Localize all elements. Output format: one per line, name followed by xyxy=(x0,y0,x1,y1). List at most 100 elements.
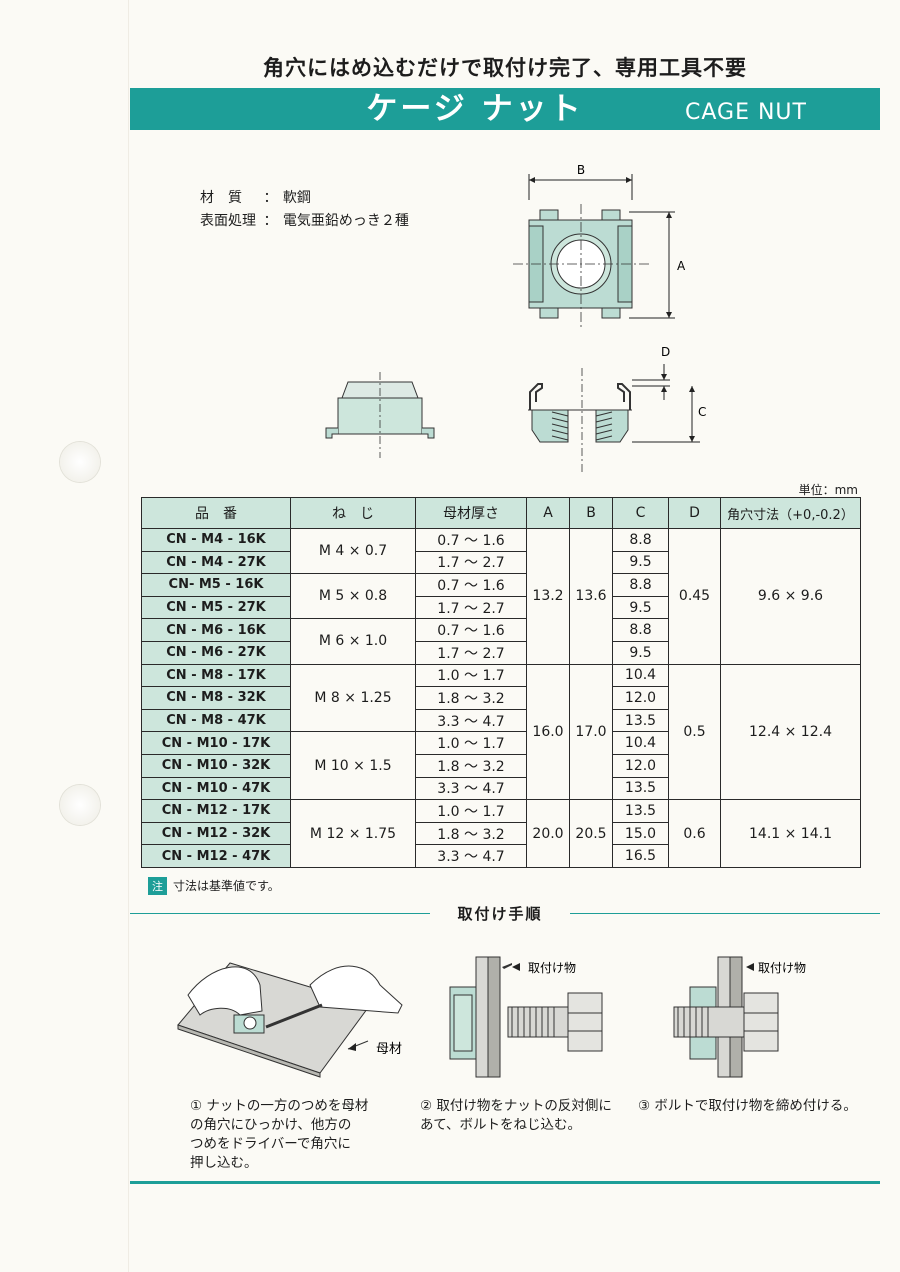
label-base: 母材 xyxy=(376,1042,402,1057)
dim-a-label: A xyxy=(677,259,686,273)
dim-c-label: C xyxy=(698,405,706,419)
table-row: CN - M12 - 32K 1.8 〜 3.2 15.0 xyxy=(141,821,861,846)
punch-hole-bottom xyxy=(60,785,100,825)
b-cell: 13.6 xyxy=(569,528,613,665)
c-cell: 13.5 xyxy=(612,708,669,733)
step3-illustration: 取付け物 xyxy=(673,956,806,1078)
step-2-text: ② 取付け物をナットの反対側に あて、ボルトをねじ込む。 xyxy=(420,1098,612,1133)
title-banner: ケージ ナット CAGE NUT xyxy=(130,88,880,130)
part-number-cell: CN - M10 - 47K xyxy=(141,776,291,801)
thickness-cell: 1.8 〜 3.2 xyxy=(415,753,527,778)
table-row: CN - M8 - 47K 3.3 〜 4.7 13.5 xyxy=(141,708,861,733)
thickness-cell: 1.7 〜 2.7 xyxy=(415,640,527,665)
col-header-d: D xyxy=(668,497,721,529)
section-view-drawing: D C xyxy=(528,345,706,475)
c-cell: 15.0 xyxy=(612,821,669,846)
thickness-cell: 1.8 〜 3.2 xyxy=(415,821,527,846)
part-number-cell: CN - M8 - 32K xyxy=(141,686,291,710)
col-header-part-no: 品 番 xyxy=(141,497,291,529)
part-number-cell: CN - M12 - 47K xyxy=(141,844,291,868)
thickness-cell: 1.8 〜 3.2 xyxy=(415,686,527,710)
table-row: CN - M4 - 16K M 4 × 0.7 0.7 〜 1.6 13.2 1… xyxy=(141,527,861,665)
part-number-cell: CN - M12 - 17K xyxy=(141,799,291,823)
spec-separator: ： xyxy=(263,213,278,229)
dim-d-label: D xyxy=(661,345,670,359)
table-row: CN - M5 - 27K 1.7 〜 2.7 9.5 xyxy=(141,595,861,620)
thread-cell: M 4 × 0.7 xyxy=(290,527,416,575)
label-fixture-2: 取付け物 xyxy=(758,961,806,975)
c-cell: 13.5 xyxy=(612,776,669,801)
punch-hole-top xyxy=(60,442,100,482)
table-row: CN - M4 - 27K 1.7 〜 2.7 9.5 xyxy=(141,550,861,575)
c-cell: 13.5 xyxy=(612,799,669,823)
thickness-cell: 1.0 〜 1.7 xyxy=(415,731,527,755)
col-header-a: A xyxy=(526,497,570,529)
d-cell: 0.45 xyxy=(668,528,721,665)
c-cell: 10.4 xyxy=(612,663,669,688)
title-en: CAGE NUT xyxy=(685,100,807,125)
section-rule-right xyxy=(570,913,880,914)
a-cell: 13.2 xyxy=(526,528,570,665)
c-cell: 8.8 xyxy=(612,528,669,552)
thickness-cell: 0.7 〜 1.6 xyxy=(415,528,527,552)
spec-finish: 表面処理 ： 電気亜鉛めっき２種 xyxy=(200,210,409,230)
col-header-thread: ね じ xyxy=(290,497,416,529)
c-cell: 12.0 xyxy=(612,753,669,778)
col-header-b: B xyxy=(569,497,613,529)
table-row: CN - M10 - 32K 1.8 〜 3.2 12.0 xyxy=(141,753,861,778)
c-cell: 10.4 xyxy=(612,731,669,755)
spec-table: 品 番 ね じ 母材厚さ A B C D 角穴寸法（+0,-0.2） CN - … xyxy=(141,497,861,868)
dim-b-label: B xyxy=(577,163,585,177)
c-cell: 9.5 xyxy=(612,595,669,620)
spec-material: 材 質 ： 軟鋼 xyxy=(200,187,311,207)
table-row: CN- M5 - 16K M 5 × 0.8 0.7 〜 1.6 8.8 xyxy=(141,573,861,620)
step1-illustration: 母材 xyxy=(177,962,403,1078)
c-cell: 8.8 xyxy=(612,573,669,597)
c-cell: 8.8 xyxy=(612,618,669,642)
thickness-cell: 1.7 〜 2.7 xyxy=(415,595,527,620)
table-row: CN - M12 - 17K M 12 × 1.75 1.0 〜 1.7 20.… xyxy=(141,799,861,868)
thickness-cell: 1.0 〜 1.7 xyxy=(415,663,527,688)
thickness-cell: 1.0 〜 1.7 xyxy=(415,799,527,823)
title-jp: ケージ ナット xyxy=(366,91,584,127)
hole-size-cell: 14.1 × 14.1 xyxy=(720,799,861,868)
a-cell: 16.0 xyxy=(526,663,570,801)
table-row: CN - M12 - 47K 3.3 〜 4.7 16.5 xyxy=(141,844,861,868)
part-number-cell: CN - M5 - 27K xyxy=(141,595,291,620)
section-rule-left xyxy=(130,913,430,914)
spec-separator: ： xyxy=(263,190,278,206)
col-header-hole-size: 角穴寸法（+0,-0.2） xyxy=(720,497,861,529)
part-number-cell: CN - M8 - 47K xyxy=(141,708,291,733)
side-view-drawing xyxy=(325,372,435,458)
c-cell: 9.5 xyxy=(612,640,669,665)
step2-illustration: 取付け物 xyxy=(449,956,603,1078)
thread-cell: M 10 × 1.5 xyxy=(290,731,416,801)
part-number-cell: CN - M10 - 32K xyxy=(141,753,291,778)
hole-size-cell: 12.4 × 12.4 xyxy=(720,663,861,801)
spec-finish-label: 表面処理 xyxy=(200,213,256,229)
part-number-cell: CN - M6 - 16K xyxy=(141,618,291,642)
d-cell: 0.5 xyxy=(668,663,721,801)
table-row: CN - M6 - 27K 1.7 〜 2.7 9.5 xyxy=(141,640,861,665)
thread-cell: M 6 × 1.0 xyxy=(290,618,416,665)
col-header-c: C xyxy=(612,497,669,529)
part-number-cell: CN - M4 - 27K xyxy=(141,550,291,575)
col-header-thickness: 母材厚さ xyxy=(415,497,527,529)
footnote: 注寸法は基準値です。 xyxy=(148,877,280,895)
step-1-text: ① ナットの一方のつめを母材 の角穴にひっかけ、他方の つめをドライバーで角穴に… xyxy=(190,1098,369,1171)
hole-size-cell: 9.6 × 9.6 xyxy=(720,528,861,665)
part-number-cell: CN - M4 - 16K xyxy=(141,528,291,552)
thickness-cell: 3.3 〜 4.7 xyxy=(415,844,527,868)
table-header-row: 品 番 ね じ 母材厚さ A B C D 角穴寸法（+0,-0.2） xyxy=(141,497,861,529)
spec-material-value: 軟鋼 xyxy=(282,190,311,206)
note-text: 寸法は基準値です。 xyxy=(173,879,280,893)
c-cell: 9.5 xyxy=(612,550,669,575)
c-cell: 16.5 xyxy=(612,844,669,868)
thickness-cell: 3.3 〜 4.7 xyxy=(415,776,527,801)
thickness-cell: 0.7 〜 1.6 xyxy=(415,618,527,642)
tagline: 角穴にはめ込むだけで取付け完了、専用工具不要 xyxy=(263,56,747,80)
part-number-cell: CN - M8 - 17K xyxy=(141,663,291,688)
margin-line xyxy=(128,0,129,1272)
thread-cell: M 8 × 1.25 xyxy=(290,663,416,733)
bottom-rule xyxy=(130,1181,880,1184)
